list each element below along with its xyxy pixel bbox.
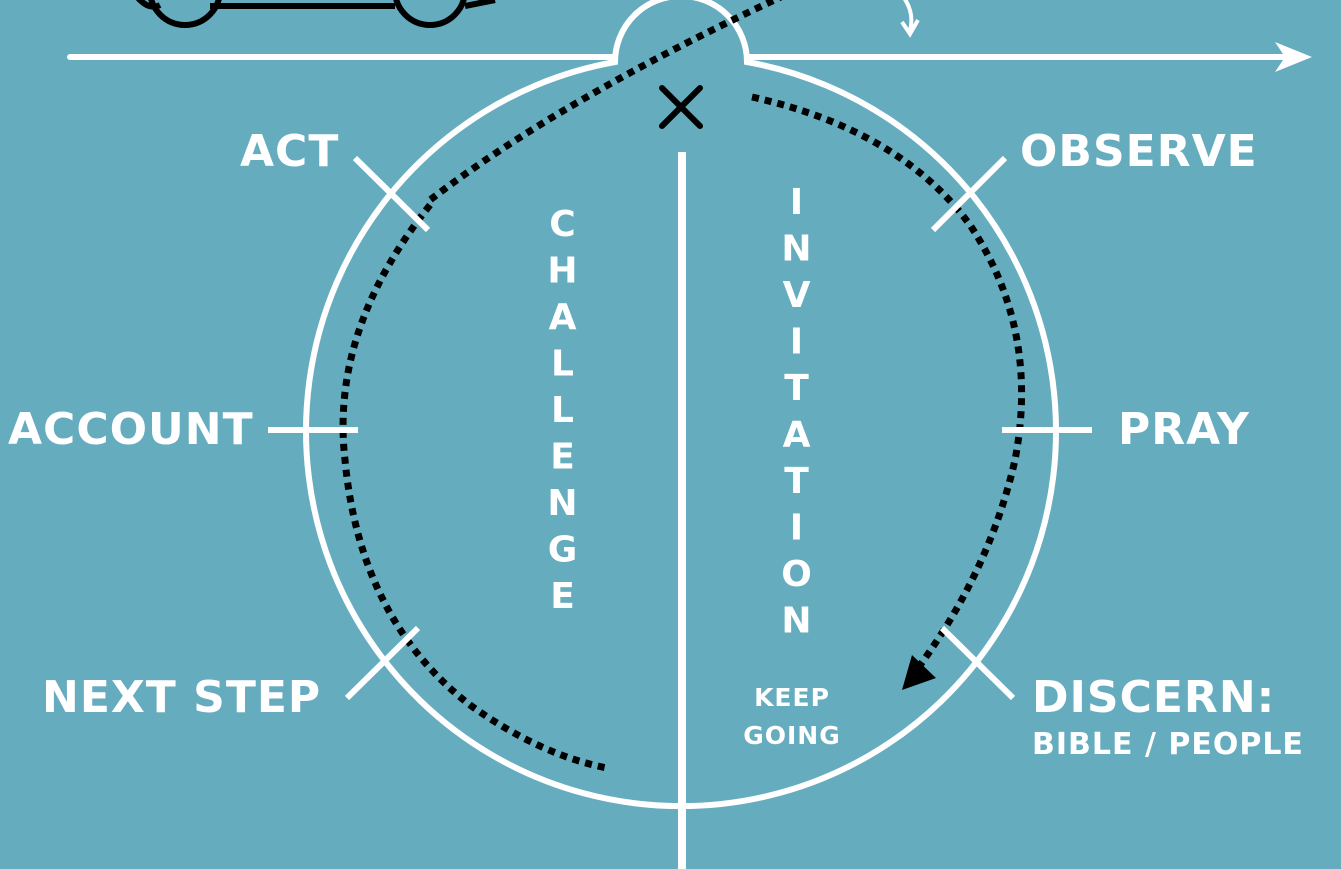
label-next-step: NEXT STEP	[42, 672, 321, 723]
challenge-letter: L	[551, 344, 575, 385]
label-going: GOING	[743, 721, 841, 750]
invitation-letter: O	[781, 554, 813, 595]
label-account: ACCOUNT	[8, 404, 254, 455]
label-act: ACT	[240, 126, 339, 177]
challenge-letter: A	[549, 297, 578, 338]
x-mark-icon	[662, 88, 700, 126]
challenge-letter: E	[550, 576, 576, 617]
label-pray: PRAY	[1118, 404, 1250, 455]
dotted-entry-path	[430, 0, 785, 200]
challenge-letter: G	[548, 530, 579, 571]
invitation-letter: A	[783, 415, 812, 456]
invitation-letter: N	[781, 229, 812, 270]
invitation-letter: I	[790, 508, 804, 549]
dotted-arrow-head-icon	[902, 655, 936, 690]
invitation-letter: I	[790, 322, 804, 363]
label-discern-sub: BIBLE / PEOPLE	[1032, 727, 1304, 762]
car-icon	[130, 0, 495, 25]
label-discern: DISCERN:	[1032, 672, 1275, 723]
invitation-letter: N	[781, 601, 812, 642]
label-keep: KEEP	[754, 683, 830, 712]
challenge-letter: N	[547, 483, 578, 524]
invitation-letter: T	[784, 368, 810, 409]
curved-arrow-icon	[902, 0, 918, 34]
challenge-letter: H	[547, 251, 578, 292]
challenge-letter: C	[549, 204, 576, 245]
invitation-letter: T	[784, 461, 810, 502]
challenge-letter: L	[551, 390, 575, 431]
label-observe: OBSERVE	[1020, 126, 1258, 177]
challenge-letter: E	[550, 437, 576, 478]
invitation-letter: V	[783, 275, 812, 316]
invitation-letter: I	[790, 182, 804, 223]
